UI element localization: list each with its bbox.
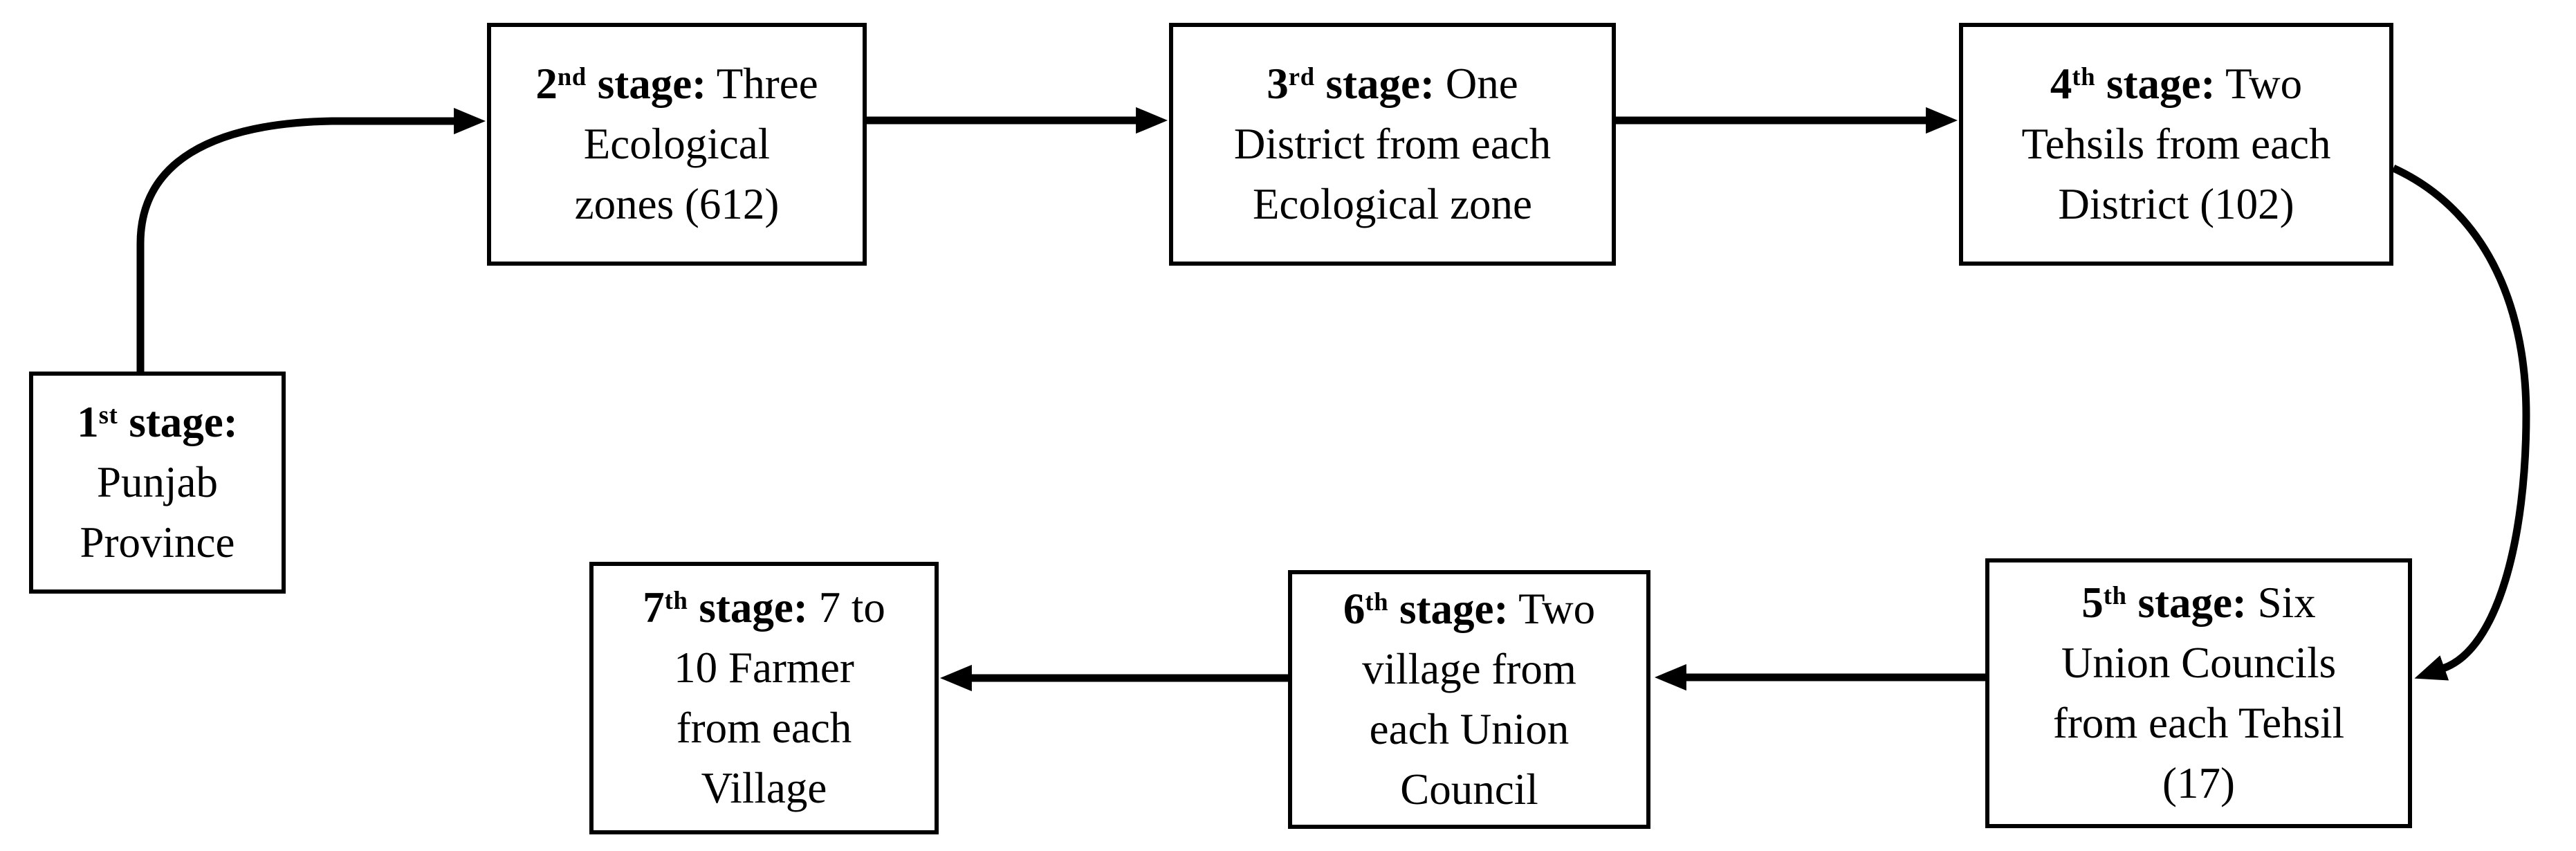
- stage-label: stage:: [597, 60, 707, 109]
- stage-5-box: 5th stage: Six Union Councils from each …: [1985, 558, 2412, 828]
- stage-label: stage:: [2106, 60, 2216, 109]
- stage-number: 1: [77, 398, 99, 447]
- stage-2-box: 2nd stage: Three Ecological zones (612): [487, 23, 867, 266]
- stage-1-box: 1st stage: Punjab Province: [29, 372, 286, 594]
- stage-2-description: Ecological zones (612): [574, 120, 780, 228]
- stage-6-description: village from each Union Council: [1362, 645, 1576, 814]
- stage-1-heading: 1st stage:: [77, 392, 238, 452]
- stage-number: 4: [2050, 60, 2072, 109]
- stage-label: stage:: [129, 398, 238, 447]
- stage-label: stage:: [2137, 578, 2247, 628]
- stage-label: stage:: [1325, 60, 1435, 109]
- arrow-stage1-to-stage2: [136, 107, 486, 374]
- stage-number: 7: [643, 583, 665, 632]
- stage-ordinal: th: [664, 586, 688, 615]
- stage-7-description: 10 Farmer from each Village: [674, 643, 854, 812]
- stage-ordinal: th: [2072, 62, 2096, 91]
- stage-number: 6: [1343, 585, 1365, 634]
- stage-ordinal: th: [2103, 581, 2127, 610]
- stage-heading-rest: Two: [1508, 585, 1596, 634]
- stage-heading-rest: Six: [2246, 578, 2316, 628]
- stage-6-box: 6th stage: Two village from each Union C…: [1288, 570, 1650, 829]
- stage-5-heading: 5th stage: Six: [2081, 573, 2315, 633]
- stage-heading-rest: Three: [706, 60, 818, 109]
- stage-3-description: District from each Ecological zone: [1233, 120, 1552, 228]
- stage-7-box: 7th stage: 7 to 10 Farmer from each Vill…: [589, 562, 939, 834]
- stage-number: 2: [535, 60, 558, 109]
- stage-heading-rest: Two: [2215, 60, 2303, 109]
- stage-3-box: 3rd stage: One District from each Ecolog…: [1169, 23, 1616, 266]
- stage-2-heading: 2nd stage: Three: [535, 54, 818, 114]
- arrow-stage4-to-stage5: [2391, 164, 2530, 681]
- stage-ordinal: rd: [1288, 62, 1315, 91]
- stage-1-description: Punjab Province: [80, 458, 235, 567]
- stage-heading-rest: 7 to: [807, 583, 885, 632]
- stage-ordinal: nd: [557, 62, 587, 91]
- stage-4-box: 4th stage: Two Tehsils from each Distric…: [1959, 23, 2393, 266]
- stage-label: stage:: [699, 583, 808, 632]
- stage-ordinal: th: [1365, 587, 1389, 616]
- stage-ordinal: st: [98, 401, 118, 430]
- stage-heading-rest: One: [1434, 60, 1518, 109]
- stage-6-heading: 6th stage: Two: [1343, 579, 1595, 639]
- stage-number: 3: [1267, 60, 1289, 109]
- stage-7-heading: 7th stage: 7 to: [643, 578, 885, 638]
- stage-3-heading: 3rd stage: One: [1267, 54, 1518, 114]
- stage-number: 5: [2081, 578, 2104, 628]
- stage-4-description: Tehsils from each District (102): [2021, 120, 2331, 228]
- stage-5-description: Union Councils from each Tehsil (17): [2052, 639, 2345, 807]
- stage-label: stage:: [1399, 585, 1509, 634]
- stage-4-heading: 4th stage: Two: [2050, 54, 2302, 114]
